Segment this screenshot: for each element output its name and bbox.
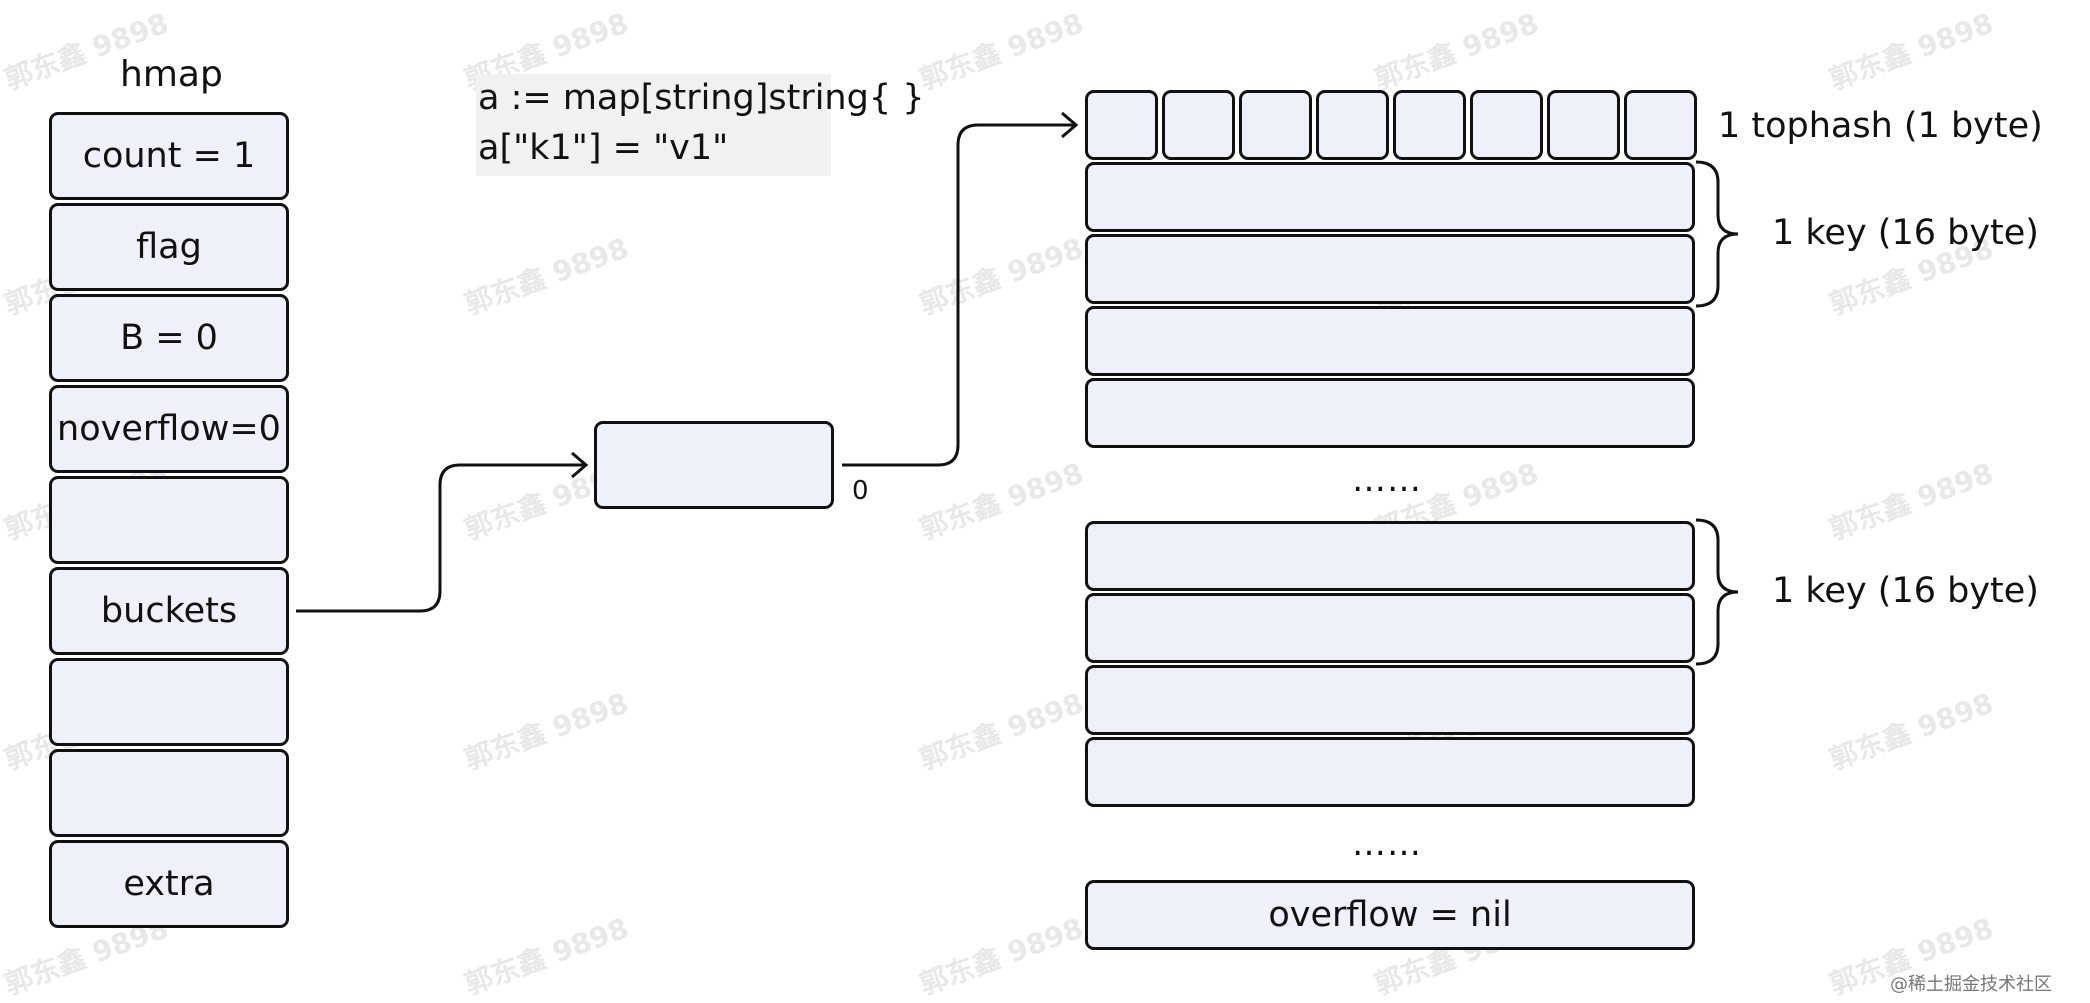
hmap-field: count = 1 <box>49 112 289 200</box>
hmap-field-label: noverflow=0 <box>57 409 281 449</box>
brace-top <box>1695 160 1739 308</box>
hmap-field-label: B = 0 <box>120 318 218 358</box>
value-size-label: 1 key (16 byte) <box>1772 571 2039 611</box>
tophash-cell <box>1162 90 1235 160</box>
hmap-field-label: buckets <box>100 591 238 631</box>
hmap-field-label: count = 1 <box>82 136 256 176</box>
key-slot-2 <box>1085 234 1695 304</box>
value-slot-3 <box>1085 665 1695 735</box>
ellipsis-values: …… <box>1352 824 1422 864</box>
tophash-cell <box>1470 90 1543 160</box>
brace-bottom <box>1695 518 1739 666</box>
tophash-cell <box>1547 90 1620 160</box>
bucket-array-slot <box>594 421 834 509</box>
code-snippet <box>476 74 831 176</box>
value-slot-2 <box>1085 593 1695 663</box>
ellipsis-keys: …… <box>1352 460 1422 500</box>
buckets-arrowhead <box>571 451 589 479</box>
code-line-2: a["k1"] = "v1" <box>478 128 729 168</box>
key-slot-1 <box>1085 162 1695 232</box>
hmap-field <box>49 749 289 837</box>
code-line-1: a := map[string]string{ } <box>478 78 925 118</box>
hmap-field: noverflow=0 <box>49 385 289 473</box>
tophash-cell <box>1085 90 1158 160</box>
buckets-to-array-arrow <box>296 463 585 613</box>
hmap-field-label: extra <box>123 864 215 904</box>
key-slot-4 <box>1085 378 1695 448</box>
hmap-field-label: flag <box>136 227 202 267</box>
tophash-label: 1 tophash (1 byte) <box>1718 106 2043 146</box>
hmap-field: extra <box>49 840 289 928</box>
bucket-arrowhead <box>1061 111 1079 139</box>
hmap-field: buckets <box>49 567 289 655</box>
tophash-cell <box>1624 90 1697 160</box>
hmap-field <box>49 476 289 564</box>
hmap-field: B = 0 <box>49 294 289 382</box>
value-slot-4 <box>1085 737 1695 807</box>
bucket-index-label: 0 <box>852 476 869 506</box>
key-size-label: 1 key (16 byte) <box>1772 213 2039 253</box>
tophash-cell <box>1316 90 1389 160</box>
array-to-bucket-arrow <box>842 123 1075 467</box>
value-slot-1 <box>1085 521 1695 591</box>
tophash-cell <box>1239 90 1312 160</box>
key-slot-3 <box>1085 306 1695 376</box>
hmap-field: flag <box>49 203 289 291</box>
hmap-field <box>49 658 289 746</box>
overflow-pointer: overflow = nil <box>1085 880 1695 950</box>
tophash-cell <box>1393 90 1466 160</box>
overflow-label: overflow = nil <box>1268 895 1512 935</box>
hmap-title: hmap <box>120 54 223 95</box>
footer-credit: @稀土掘金技术社区 <box>1890 974 2052 995</box>
